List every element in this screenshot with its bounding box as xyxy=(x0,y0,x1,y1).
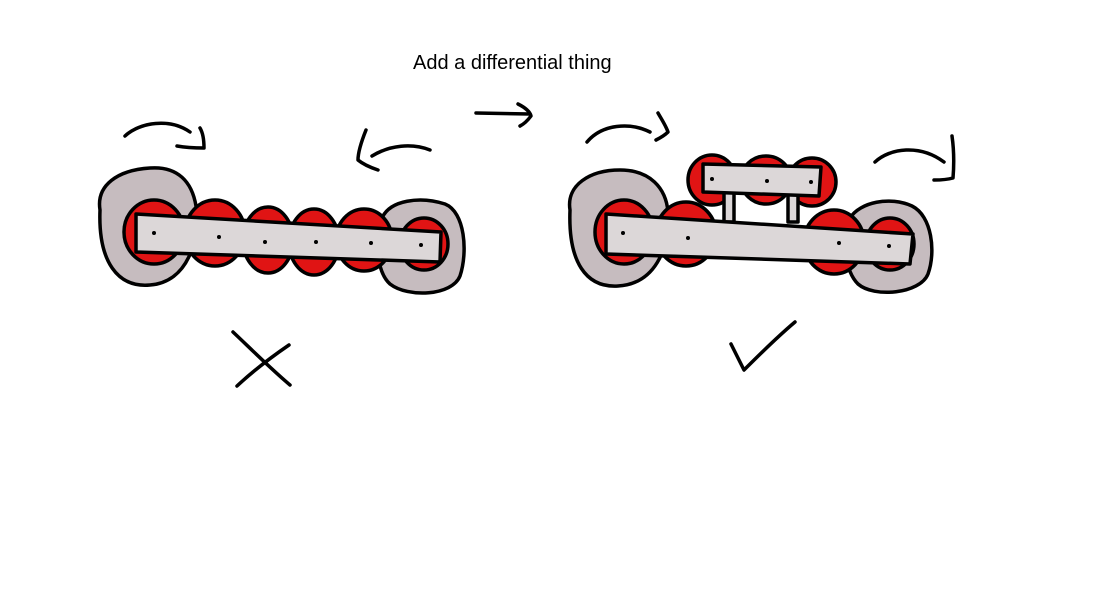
left-chassis-bar xyxy=(134,212,443,264)
check-mark-icon xyxy=(729,320,797,372)
differential-bar xyxy=(701,162,823,198)
right-arrow-icon xyxy=(474,102,533,128)
right-chassis-bar xyxy=(604,212,915,266)
right-rotation-arrow-left xyxy=(585,111,670,144)
left-rotation-arrow-counterclockwise xyxy=(356,128,432,172)
differential-axle-dots xyxy=(710,177,813,184)
left-rotation-arrow-clockwise xyxy=(123,121,206,150)
right-axle-dots xyxy=(621,231,891,248)
cross-mark-icon xyxy=(231,330,292,388)
left-axle-dots xyxy=(152,231,423,247)
right-rotation-arrow-right xyxy=(873,134,956,182)
right-drivetrain xyxy=(567,111,956,372)
left-drivetrain xyxy=(97,121,466,388)
caption-text: Add a differential thing xyxy=(413,52,612,74)
